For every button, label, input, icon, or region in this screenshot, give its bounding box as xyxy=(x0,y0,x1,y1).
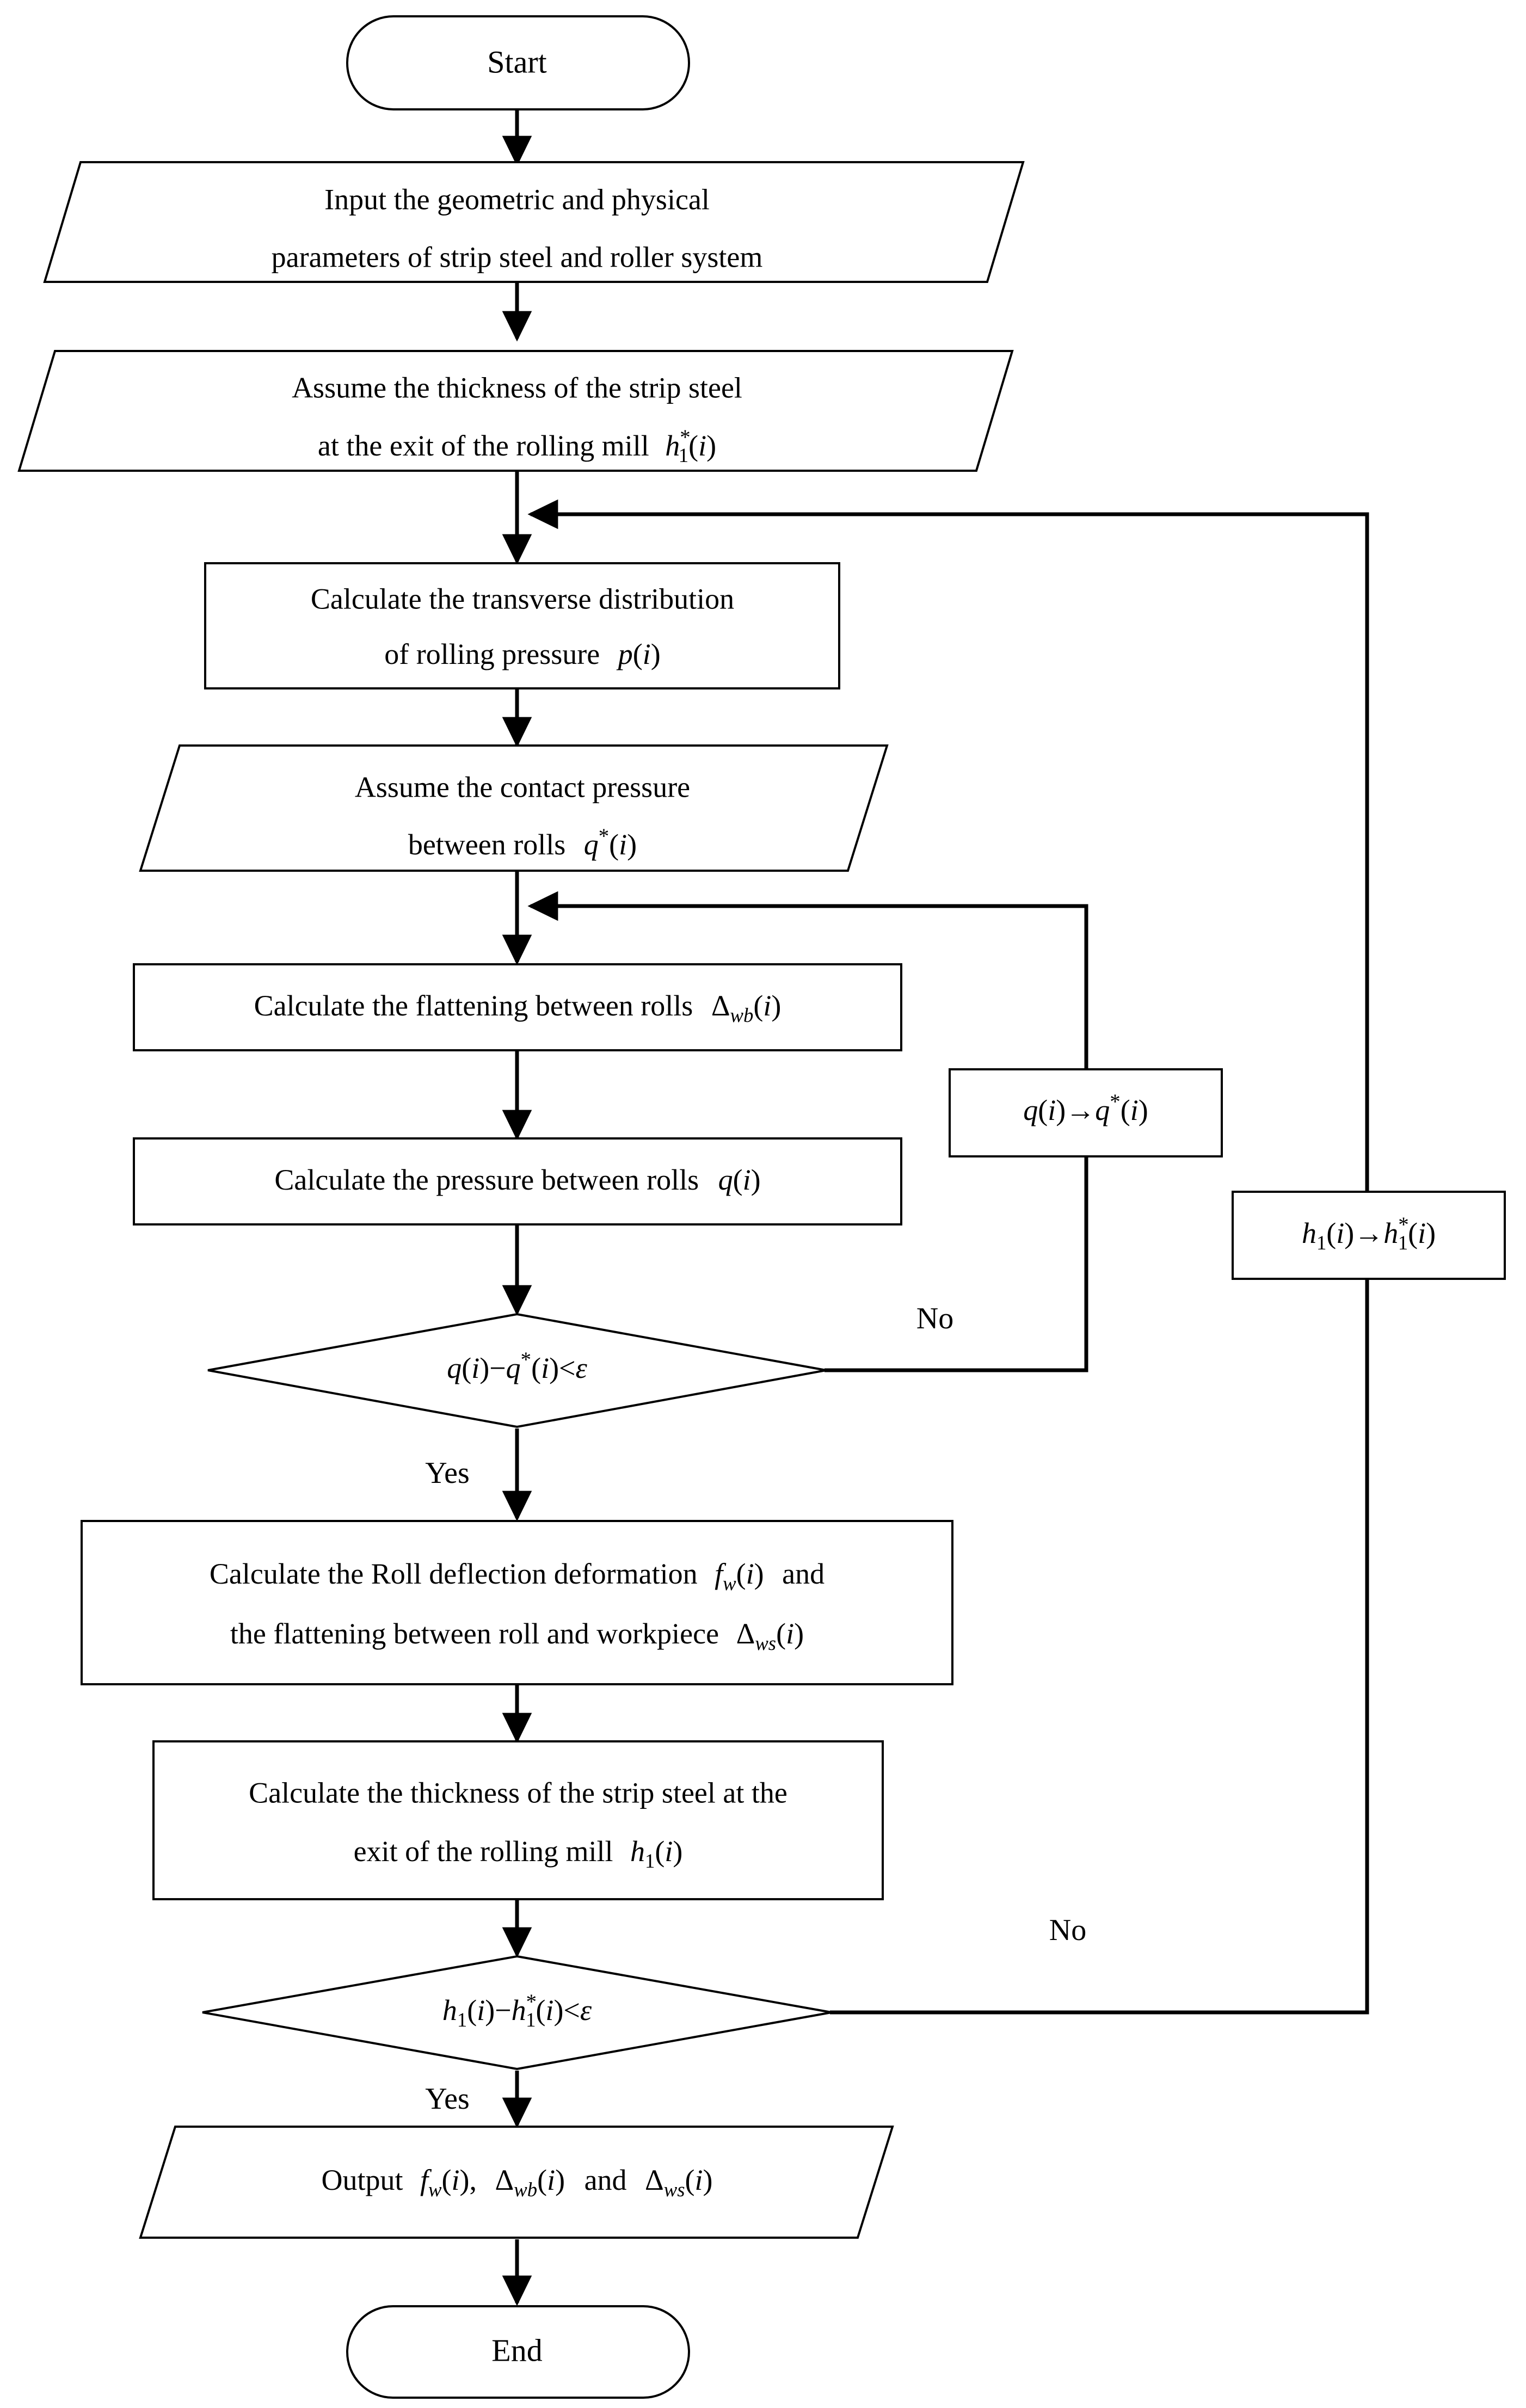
output-parallelogram-shape xyxy=(139,2126,894,2239)
assume-contact-parallelogram-shape xyxy=(139,744,889,872)
node-output[interactable]: Output fw(i), Δwb(i) and Δws(i) xyxy=(139,2126,894,2239)
calc-flattening-label: Calculate the flattening between rolls xyxy=(254,989,693,1022)
assume-thickness-parallelogram-shape xyxy=(17,350,1014,472)
calc-flattening-shape xyxy=(133,963,902,1051)
output-label: Output xyxy=(321,2164,403,2196)
input-line2: parameters of strip steel and roller sys… xyxy=(272,241,763,273)
node-decision-h[interactable]: h1(i)−h*1(i)<ε xyxy=(202,1955,832,2071)
decision-q-no-label: No xyxy=(916,1302,953,1335)
node-decision-q[interactable]: q(i)−q*(i)<ε xyxy=(207,1313,827,1428)
end-label: End xyxy=(491,2332,542,2368)
node-calc-pressure-dist[interactable]: Calculate the transverse distribution of… xyxy=(204,562,840,689)
calc-pressure-dist-line1: Calculate the transverse distribution xyxy=(311,582,734,615)
feedback-h-text: h1(i)→h*1(i) xyxy=(1302,1213,1436,1254)
assume-contact-line2-text: between rolls xyxy=(408,828,565,861)
node-assume-contact-pressure[interactable]: Assume the contact pressure between roll… xyxy=(139,744,889,872)
assume-contact-line1: Assume the contact pressure xyxy=(355,771,690,803)
node-calc-thickness[interactable]: Calculate the thickness of the strip ste… xyxy=(152,1740,884,1900)
calc-pressure-rolls-shape xyxy=(133,1137,902,1225)
node-feedback-q[interactable]: q(i)→q*(i) xyxy=(949,1068,1223,1157)
calc-thickness-shape xyxy=(152,1740,884,1900)
input-parallelogram-shape xyxy=(43,161,1025,283)
start-label: Start xyxy=(487,44,547,79)
decision-q-shape xyxy=(207,1313,827,1428)
calc-deflection-line1-tail: and xyxy=(782,1557,824,1590)
node-feedback-h[interactable]: h1(i)→h*1(i) xyxy=(1232,1191,1506,1280)
calc-thickness-line1: Calculate the thickness of the strip ste… xyxy=(249,1776,787,1809)
decision-q-yes-label: Yes xyxy=(425,1456,469,1490)
output-conj: and xyxy=(584,2164,627,2196)
calc-thickness-line2: exit of the rolling mill h1(i) xyxy=(354,1835,683,1872)
calc-pressure-rolls-label: Calculate the pressure between rolls xyxy=(274,1163,699,1196)
node-calc-deflection[interactable]: Calculate the Roll deflection deformatio… xyxy=(81,1520,953,1685)
decision-h-text: h1(i)−h*1(i)<ε xyxy=(442,1990,592,2031)
node-start[interactable]: Start xyxy=(346,15,690,110)
node-input-params[interactable]: Input the geometric and physical paramet… xyxy=(43,161,1025,283)
calc-flattening-text: Calculate the flattening between rolls Δ… xyxy=(254,989,782,1026)
calc-deflection-shape xyxy=(81,1520,953,1685)
calc-pressure-dist-line2: of rolling pressure p(i) xyxy=(384,638,660,670)
calc-deflection-line1-text: Calculate the Roll deflection deformatio… xyxy=(210,1557,698,1590)
output-sep1: , xyxy=(469,2164,477,2196)
node-calc-pressure-rolls[interactable]: Calculate the pressure between rolls q(i… xyxy=(133,1137,902,1225)
decision-h-yes-label: Yes xyxy=(425,2082,469,2116)
calc-deflection-line2-text: the flattening between roll and workpiec… xyxy=(230,1617,719,1650)
calc-pressure-dist-line2-text: of rolling pressure xyxy=(384,638,600,670)
node-calc-flattening-rolls[interactable]: Calculate the flattening between rolls Δ… xyxy=(133,963,902,1051)
calc-pressure-dist-shape xyxy=(204,562,840,689)
end-terminator-shape xyxy=(346,2305,690,2399)
decision-h-shape xyxy=(202,1955,832,2071)
calc-deflection-line2: the flattening between roll and workpiec… xyxy=(230,1617,804,1654)
start-terminator-shape xyxy=(346,15,690,110)
decision-h-no-label: No xyxy=(1049,1913,1086,1947)
decision-q-text: q(i)−q*(i)<ε xyxy=(447,1348,587,1384)
output-text: Output fw(i), Δwb(i) and Δws(i) xyxy=(321,2164,712,2201)
assume-contact-line2: between rolls q*(i) xyxy=(408,824,637,861)
feedback-q-text: q(i)→q*(i) xyxy=(1023,1090,1148,1126)
calc-pressure-rolls-text: Calculate the pressure between rolls q(i… xyxy=(274,1163,760,1196)
feedback-h-shape xyxy=(1232,1191,1506,1280)
assume-thickness-line2-text: at the exit of the rolling mill xyxy=(318,429,649,462)
node-assume-thickness[interactable]: Assume the thickness of the strip steel … xyxy=(17,350,1014,472)
assume-thickness-line2: at the exit of the rolling mill h*1(i) xyxy=(318,426,716,467)
calc-deflection-line1: Calculate the Roll deflection deformatio… xyxy=(210,1557,824,1594)
calc-thickness-line2-text: exit of the rolling mill xyxy=(354,1835,613,1868)
node-end[interactable]: End xyxy=(346,2305,690,2399)
input-line1: Input the geometric and physical xyxy=(324,183,710,215)
assume-thickness-line1: Assume the thickness of the strip steel xyxy=(292,371,742,404)
feedback-q-shape xyxy=(949,1068,1223,1157)
